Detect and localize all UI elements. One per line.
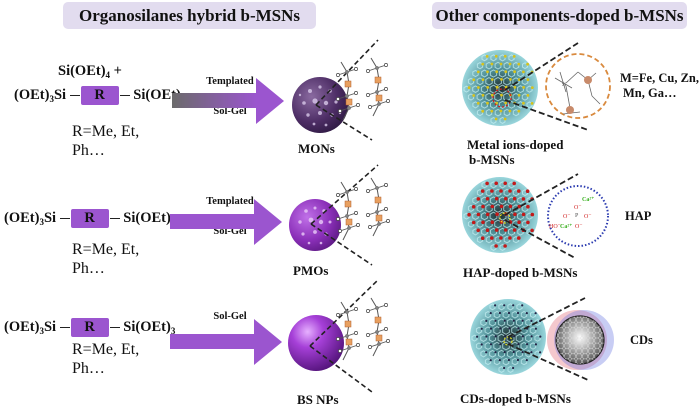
- metal-doped-sphere-icon: [462, 50, 538, 126]
- caption-hap-doped: HAP-doped b-MSNs: [463, 265, 578, 280]
- r-group-box: R: [70, 209, 109, 228]
- r-definition: R=Me, Et, Ph…: [72, 123, 140, 159]
- hap-o-right: O⁻: [584, 214, 592, 220]
- dopant-label-cds: CDs: [630, 333, 653, 347]
- silica-chain-icon: [366, 177, 390, 237]
- framework-molecule: [336, 57, 390, 361]
- pmos-sphere-icon: [289, 199, 341, 251]
- product-label-pmos: PMOs: [293, 263, 329, 278]
- silica-chain-icon: [366, 57, 390, 117]
- dopant-label-metals: M=Fe, Cu, Zn, Mn, Ga…: [620, 71, 699, 100]
- bs-nps-sphere-icon: [288, 315, 344, 371]
- precursor-bridged-organosilane: (OEt)3Si R Si(OEt)3: [14, 86, 185, 105]
- product-label-bs-nps: BS NPs: [297, 392, 339, 407]
- hap-o-top: O⁻: [574, 205, 582, 211]
- reaction-arrow-icon: [170, 319, 282, 365]
- hap-doped-sphere-icon: [462, 177, 538, 253]
- precursor-bridged-organosilane: (OEt)3Si R Si(OEt)3: [4, 318, 176, 337]
- precursor-bridged-organosilane: (OEt)3Si R Si(OEt)3: [4, 209, 175, 228]
- hap-inset-circle: [547, 185, 609, 247]
- r-group-box: R: [70, 318, 109, 337]
- r-definition: R=Me, Et, Ph…: [72, 341, 140, 377]
- reaction-arrow-icon: [170, 199, 282, 245]
- metal-inset-circle: [545, 53, 611, 119]
- hap-ca-top: Ca²⁺: [582, 197, 595, 203]
- silica-chain-icon: [336, 181, 360, 241]
- caption-cds-doped: CDs-doped b-MSNs: [460, 391, 571, 406]
- header-organosilanes: Organosilanes hybrid b-MSNs: [63, 2, 316, 29]
- silica-chain-icon: [336, 301, 360, 361]
- dopant-label-hap: HAP: [625, 209, 652, 223]
- hap-ca-bottom: Ca²⁺: [560, 224, 573, 230]
- hap-p: P: [575, 213, 579, 219]
- caption-metal-doped: Metal ions-doped b-MSNs: [467, 137, 564, 167]
- product-label-mons: MONs: [298, 141, 335, 156]
- silica-chain-icon: [366, 297, 390, 357]
- arrow-label-bottom: Sol-Gel: [213, 226, 247, 237]
- hap-o-left: O⁻: [563, 214, 571, 220]
- arrow-label-top: Sol-Gel: [213, 311, 247, 322]
- arrow-label-top: Templated: [206, 76, 254, 87]
- metal-inset-molecule: [554, 71, 601, 115]
- arrow-label-bottom: Sol-Gel: [213, 106, 247, 117]
- r-group-box: R: [80, 86, 119, 105]
- hap-o-bottom: O⁻: [575, 224, 583, 230]
- precursor-tetraethoxysilane: Si(OEt)4 +: [58, 63, 122, 80]
- metal-inset-atom-si: Si: [562, 83, 567, 88]
- arrow-label-top: Templated: [206, 196, 254, 207]
- reaction-arrow-icon: [172, 78, 284, 124]
- header-other-components: Other components-doped b-MSNs: [432, 2, 687, 29]
- hap-ho: HO⁻: [549, 224, 561, 230]
- silica-chain-icon: [336, 61, 360, 121]
- carbon-dot-icon: [547, 310, 614, 370]
- r-definition: R=Me, Et, Ph…: [72, 241, 140, 277]
